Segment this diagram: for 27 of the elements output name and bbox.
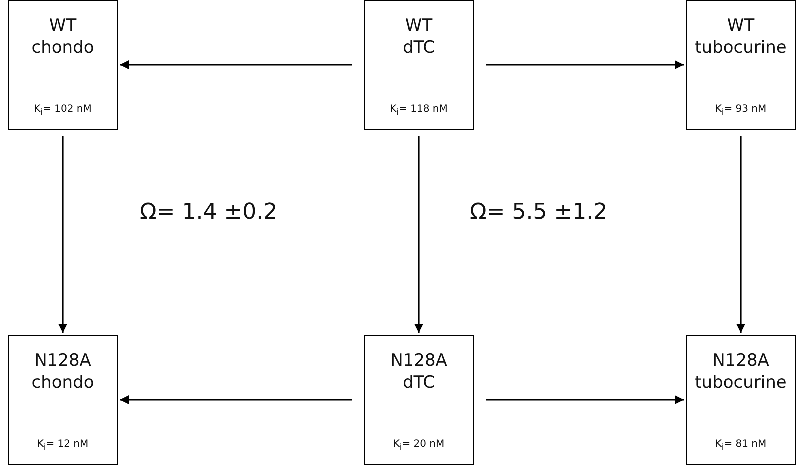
arrow xyxy=(486,396,684,404)
state-name: N128A chondo xyxy=(30,350,96,394)
state-name: N128A tubocurine xyxy=(694,350,788,394)
arrow xyxy=(58,136,68,333)
state-box xyxy=(686,0,796,130)
state-box xyxy=(8,335,118,465)
ki-value: K$_{i}$= 20 nM xyxy=(393,439,445,452)
state-box xyxy=(8,0,118,130)
state-box xyxy=(686,335,796,465)
state-box xyxy=(364,335,474,465)
arrow xyxy=(736,136,746,333)
arrow xyxy=(414,136,424,333)
state-name: WT chondo xyxy=(30,15,96,59)
ki-value: K$_{i}$= 93 nM xyxy=(715,104,767,117)
ki-value: K$_{i}$= 102 nM xyxy=(34,104,92,117)
arrow xyxy=(120,60,352,70)
state-box xyxy=(364,0,474,130)
coupling-value: Ω= 5.5 ±1.2 xyxy=(470,200,608,225)
arrow xyxy=(486,60,684,70)
state-name: WT tubocurine xyxy=(694,15,788,59)
ki-value: K$_{i}$= 12 nM xyxy=(37,439,89,452)
state-name: N128A dTC xyxy=(390,350,448,394)
state-name: WT dTC xyxy=(402,15,436,59)
ki-value: K$_{i}$= 118 nM xyxy=(390,104,448,117)
coupling-value: Ω= 1.4 ±0.2 xyxy=(140,200,278,225)
ki-value: K$_{i}$= 81 nM xyxy=(715,439,767,452)
arrow xyxy=(120,396,352,404)
